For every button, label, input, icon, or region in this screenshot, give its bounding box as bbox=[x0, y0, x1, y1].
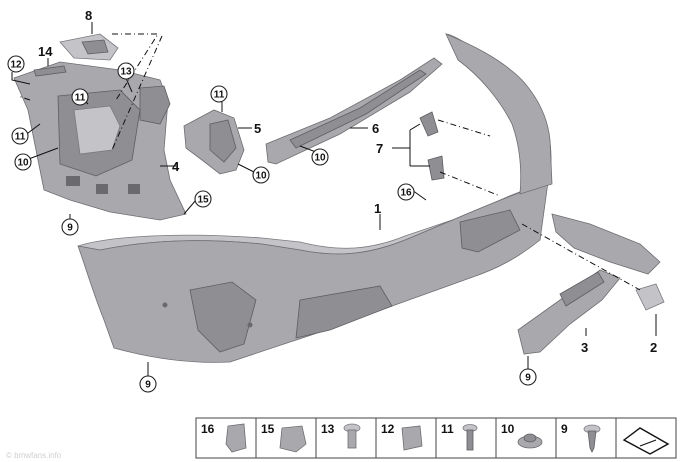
carrier-rail-part-6 bbox=[265, 57, 443, 165]
fastener-legend: 16 15 13 12 11 bbox=[195, 417, 677, 459]
plastic-nut-icon bbox=[401, 425, 423, 451]
circled-callout-11b: 11 bbox=[11, 127, 29, 145]
legend-cell-15[interactable]: 15 bbox=[255, 417, 317, 459]
circled-callout-9a: 9 bbox=[61, 218, 79, 236]
callout-13-text: 13 bbox=[120, 67, 132, 78]
callout-7: 7 bbox=[376, 141, 383, 156]
legend-cell-diagram-nav[interactable] bbox=[615, 417, 677, 459]
legend-label-11: 11 bbox=[441, 422, 454, 436]
legend-cell-11[interactable]: 11 bbox=[435, 417, 497, 459]
legend-label-15: 15 bbox=[261, 422, 275, 436]
callout-11-text: 11 bbox=[214, 90, 225, 101]
callout-15-text: 15 bbox=[197, 195, 209, 206]
callout-3: 3 bbox=[581, 340, 588, 355]
rear-bumper-panel bbox=[77, 33, 553, 363]
clip-nut-icon bbox=[225, 423, 247, 453]
callout-1: 1 bbox=[374, 201, 381, 216]
legend-label-13: 13 bbox=[321, 422, 335, 436]
callout-9-text: 9 bbox=[525, 373, 531, 384]
circled-callout-10c: 10 bbox=[311, 148, 329, 166]
reflector-part-8 bbox=[59, 33, 119, 61]
circled-callout-16: 16 bbox=[397, 183, 415, 201]
assembly-lines bbox=[17, 33, 641, 291]
callout-5: 5 bbox=[254, 121, 261, 136]
circled-callout-9b: 9 bbox=[139, 375, 157, 393]
trim-strip-part-14 bbox=[33, 65, 67, 77]
legend-label-9: 9 bbox=[561, 422, 568, 436]
legend-label-16: 16 bbox=[201, 422, 215, 436]
spring-clip-icon bbox=[279, 425, 307, 453]
bracket-part-5 bbox=[183, 109, 245, 175]
callout-10-text: 10 bbox=[314, 153, 326, 164]
callout-10-text: 10 bbox=[255, 171, 267, 182]
legend-label-10: 10 bbox=[501, 422, 515, 436]
circled-callout-12: 12 bbox=[7, 55, 25, 73]
corner-cover-part-2 bbox=[551, 213, 665, 311]
screw-icon bbox=[462, 424, 478, 451]
self-tapping-screw-icon bbox=[583, 424, 601, 453]
callout-12-text: 12 bbox=[10, 60, 22, 71]
callout-16-text: 16 bbox=[400, 188, 412, 199]
legend-cell-10[interactable]: 10 bbox=[495, 417, 557, 459]
legend-label-12: 12 bbox=[381, 422, 395, 436]
expanding-rivet-icon bbox=[343, 423, 361, 449]
legend-cell-16[interactable]: 16 bbox=[195, 417, 257, 459]
callout-11-text: 11 bbox=[75, 93, 86, 104]
hex-nut-icon bbox=[517, 433, 543, 449]
callout-11-text: 11 bbox=[15, 132, 26, 143]
callout-9-text: 9 bbox=[145, 380, 151, 391]
callout-10-text: 10 bbox=[17, 158, 29, 169]
circled-callout-10a: 10 bbox=[14, 153, 32, 171]
circled-callout-15: 15 bbox=[194, 190, 212, 208]
callout-6: 6 bbox=[372, 121, 379, 136]
callout-4: 4 bbox=[172, 159, 180, 174]
callout-8: 8 bbox=[85, 8, 92, 23]
circled-callout-11a: 11 bbox=[71, 88, 89, 106]
left-bracket-assembly bbox=[13, 61, 187, 221]
callout-14: 14 bbox=[38, 44, 53, 59]
callout-9-text: 9 bbox=[67, 223, 73, 234]
callout-2: 2 bbox=[650, 340, 657, 355]
mount-brackets-part-7 bbox=[419, 111, 445, 181]
circled-callout-10b: 10 bbox=[252, 166, 270, 184]
side-bracket-part-3 bbox=[517, 269, 621, 355]
legend-cell-13[interactable]: 13 bbox=[315, 417, 377, 459]
circled-callout-13: 13 bbox=[117, 62, 135, 80]
circled-callout-11c: 11 bbox=[210, 85, 228, 103]
circled-callout-9c: 9 bbox=[519, 368, 537, 386]
legend-cell-12[interactable]: 12 bbox=[375, 417, 437, 459]
legend-cell-9[interactable]: 9 bbox=[555, 417, 617, 459]
diagram-arrow-icon bbox=[622, 427, 670, 455]
watermark: © bmwfans.info bbox=[6, 451, 62, 460]
